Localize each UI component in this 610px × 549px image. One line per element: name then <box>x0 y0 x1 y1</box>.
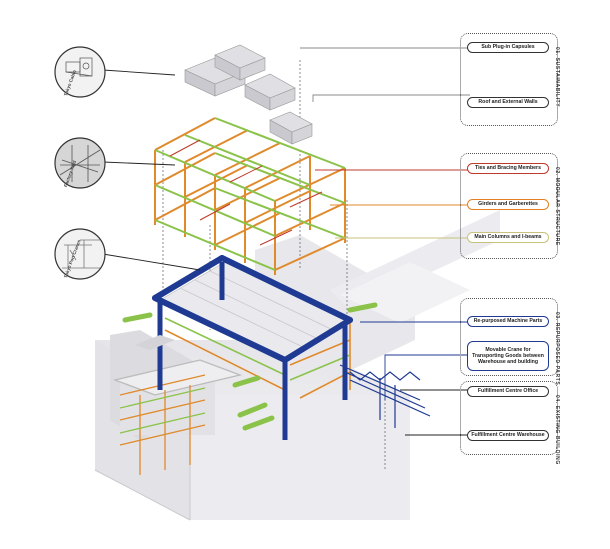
legend-item-label: Re-purposed Machine Parts <box>467 316 549 327</box>
circle-icon-tokyo-cabin <box>54 46 106 98</box>
platform-frame <box>122 255 378 440</box>
upper-modular-frame <box>154 117 346 275</box>
circle-icon-factory-yard <box>54 137 106 189</box>
circle-icon-port-cranes <box>54 228 106 280</box>
legend-group-title: 04. EXISTING BUILDING <box>554 395 560 465</box>
legend-item-label: Roof and External Walls <box>467 97 549 108</box>
existing-building <box>94 210 500 521</box>
legend-item-label: Fulfillment Centre Warehouse <box>467 430 549 441</box>
legend-item-label: Fulfillment Centre Office <box>467 386 549 397</box>
legend-item-label: Movable Crane for Transporting Goods bet… <box>467 341 549 371</box>
leader-lines <box>102 47 470 436</box>
legend-group-1 <box>460 33 558 126</box>
plug-in-capsules <box>184 44 313 145</box>
legend-item-label: Ties and Bracing Members <box>467 163 549 174</box>
legend-group-2 <box>460 153 558 259</box>
legend-group-title: 03. REPURPOSED PARTS <box>554 312 560 386</box>
legend-group-4 <box>460 381 558 455</box>
legend-item-label: Girders and Garberettes <box>467 199 549 210</box>
legend-group-title: 01. SUSTAINABILITY <box>554 47 560 108</box>
legend-item-label: Sub Plug-in Capsules <box>467 42 549 53</box>
legend-group-title: 02. MODULAR STRUCTURE <box>554 167 560 246</box>
legend-item-label: Main Columns and I-beams <box>467 232 549 243</box>
legend-group-3 <box>460 298 558 376</box>
exploded-guide-lines <box>162 60 386 470</box>
